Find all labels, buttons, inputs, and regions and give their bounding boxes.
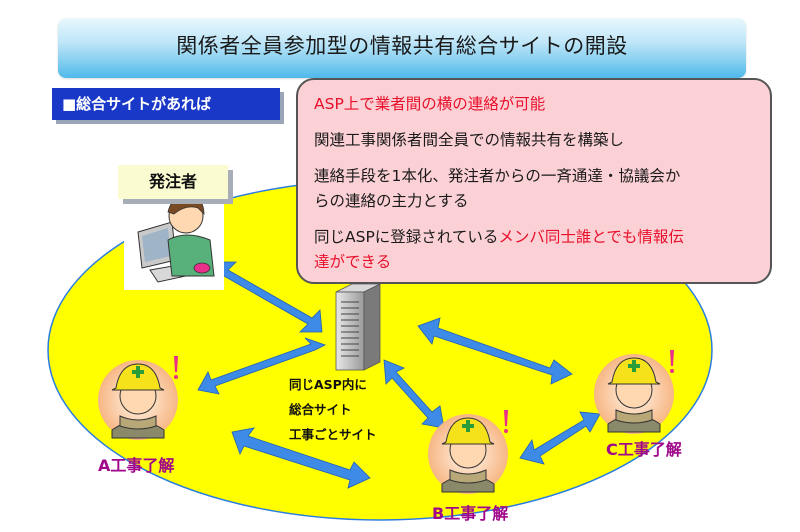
callout-line-4-red2: 達ができる (314, 253, 392, 271)
worker-a-icon (98, 356, 178, 440)
section-tag: ■総合サイトがあれば (52, 88, 280, 120)
page-title: 関係者全員参加型の情報共有総合サイトの開設 (176, 34, 628, 58)
arrow-server-c (417, 317, 573, 385)
callout-line-3a: 連絡手段を1本化、発注者からの一斉通達・協議会か (314, 167, 681, 185)
callout-box: ASP上で業者間の横の連絡が可能 関連工事関係者間全員での情報共有を構築し 連絡… (296, 78, 772, 284)
worker-b-icon (428, 410, 508, 494)
callout-line-4-red1: メンバ同士誰とでも情報伝 (498, 228, 684, 246)
title-banner: 関係者全員参加型の情報共有総合サイトの開設 (58, 18, 746, 78)
server-caption: 同じASP内に 総合サイト 工事ごとサイト (289, 372, 379, 447)
server-icon (335, 283, 381, 371)
callout-line-2: 関連工事関係者間全員での情報共有を構築し (314, 131, 625, 149)
worker-c-icon (594, 350, 674, 434)
worker-c-label: C工事了解 (606, 440, 682, 459)
arrow-a-b (231, 427, 371, 489)
callout-line-3: 連絡手段を1本化、発注者からの一斉通達・協議会か らの連絡の主力とする (314, 164, 756, 214)
client-label: 発注者 (118, 165, 228, 199)
callout-line-3b: らの連絡の主力とする (314, 192, 469, 210)
server-caption-line: 総合サイト (289, 402, 352, 417)
client-person-icon (124, 195, 224, 290)
server-caption-line: 工事ごとサイト (289, 427, 377, 442)
arrow-server-a (197, 337, 327, 395)
callout-line-4: 同じASPに登録されているメンバ同士誰とでも情報伝 達ができる (314, 225, 756, 275)
callout-line-1: ASP上で業者間の横の連絡が可能 (314, 95, 546, 113)
server-caption-line: 同じASP内に (289, 377, 367, 392)
callout-line-4-pre: 同じASPに登録されている (314, 228, 499, 246)
worker-a-label: A工事了解 (98, 456, 175, 475)
worker-b-label: B工事了解 (432, 504, 509, 523)
